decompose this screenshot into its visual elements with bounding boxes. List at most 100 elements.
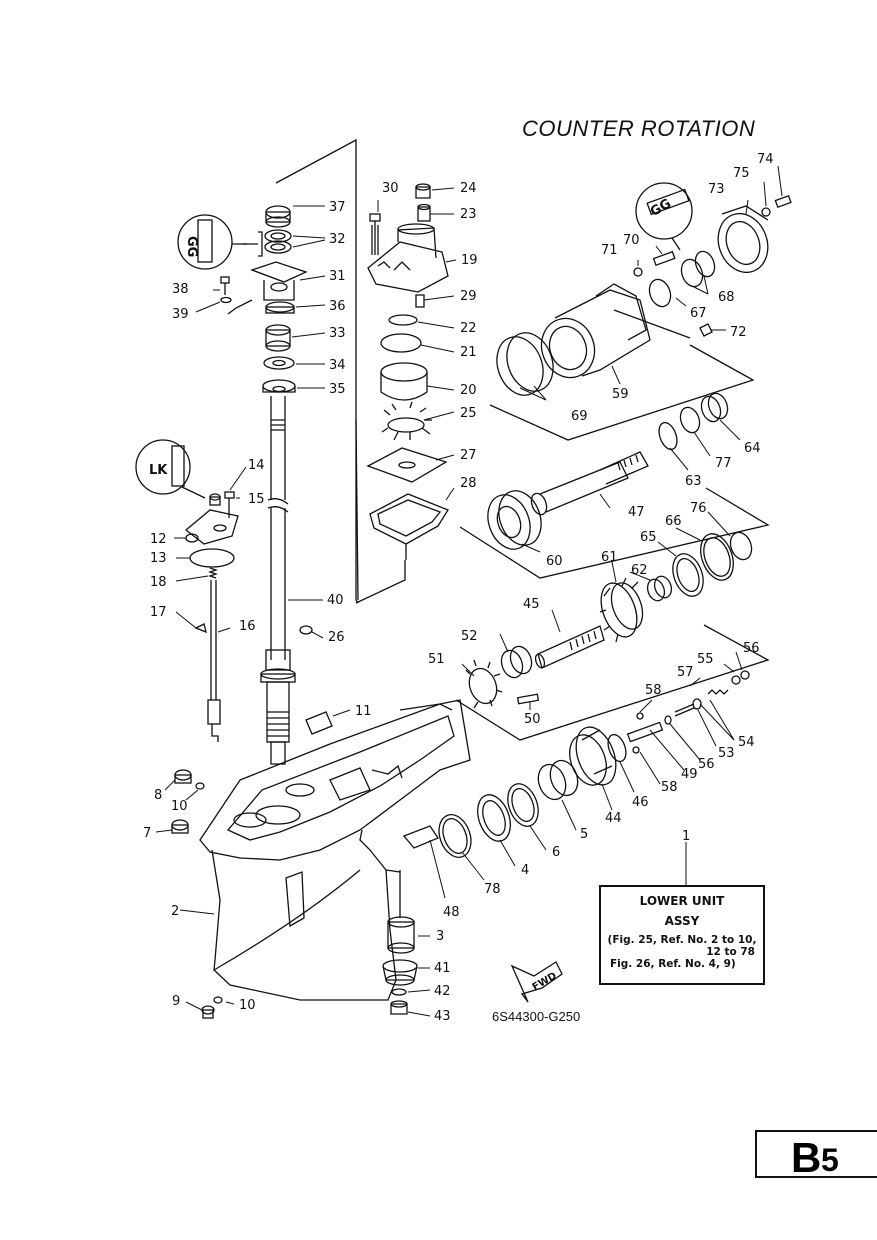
part-number: 10 [239,998,256,1013]
part-number: 58 [661,780,678,795]
part-number: 39 [172,307,189,322]
part-number: 54 [738,735,755,750]
part-number: 32 [329,232,346,247]
part-number: 26 [328,630,345,645]
part-number: 6 [552,845,560,860]
part-number: 70 [623,233,640,248]
part-number: 58 [645,683,662,698]
key-26 [299,625,313,635]
part-number: 56 [698,757,715,772]
part-number: 40 [327,593,344,608]
part-number: 24 [460,181,477,196]
part-number: 72 [730,325,747,340]
part-number: 69 [571,409,588,424]
part-number: 38 [172,282,189,297]
part-number: 57 [677,665,694,680]
part-number: 55 [697,652,714,667]
part-number: 9 [172,994,180,1009]
assy-line-5: Fig. 26, Ref. No. 4, 9) [610,958,736,970]
assy-line-2: ASSY [664,914,700,928]
assy-line-1: LOWER UNIT [639,894,725,908]
part-number: 23 [460,207,477,222]
part-number: 37 [329,200,346,215]
part-number: 56 [743,641,760,656]
part-number: 16 [239,619,256,634]
part-number: 36 [329,299,346,314]
part-number: 66 [665,514,682,529]
part-number: 2 [171,904,179,919]
part-number: 41 [434,961,451,976]
part-number: 7 [143,826,151,841]
part-number: 77 [715,456,732,471]
part-number: 22 [460,321,477,336]
part-number: 53 [718,746,735,761]
page-tab-number: 5 [821,1142,839,1178]
part-number: 14 [248,458,265,473]
bolt-38-washer-39 [220,276,253,315]
assembly-note-box: LOWER UNIT ASSY (Fig. 25, Ref. No. 2 to … [599,885,765,985]
driveshaft-group-bracket [275,138,406,604]
part-number: 5 [580,827,588,842]
part-number: 75 [733,166,750,181]
part-number: 20 [460,383,477,398]
part-number: 45 [523,597,540,612]
part-number: 13 [150,551,167,566]
shift-rod-parts [135,439,239,742]
sealant-mark-gg-right: GG [648,196,674,220]
part-number: 51 [428,652,445,667]
part-number: 29 [460,289,477,304]
part-number: 10 [171,799,188,814]
part-number: 21 [460,345,477,360]
part-number: 44 [605,811,622,826]
part-number: 30 [382,181,399,196]
part-number: 11 [355,704,372,719]
drawing-code: 6S44300-G250 [492,1009,581,1024]
part-number: 12 [150,532,167,547]
leader-lines [155,165,783,1017]
bracket-upper [489,344,755,441]
pinion-parts [382,870,418,1015]
part-number: 19 [461,253,478,268]
part-number: 46 [632,795,649,810]
part-number: 50 [524,712,541,727]
page-tab-letter: B [791,1134,822,1181]
propshaft-lower-parts [438,670,750,858]
water-pump-parts [366,183,449,560]
part-number: 76 [690,501,707,516]
small-fasteners [171,769,223,1019]
part-number: 48 [443,905,460,920]
part-number: 33 [329,326,346,341]
part-number: 35 [329,382,346,397]
part-number: 17 [150,605,167,620]
part-number: 63 [685,474,702,489]
part-number-labels: 2 3 4 5 6 7 8 9 10 10 11 12 13 14 15 16 … [143,152,774,1024]
propshaft-upper-parts [487,392,729,550]
part-number: 49 [681,767,698,782]
part-number: 8 [154,788,162,803]
part-number: 47 [628,505,645,520]
driveshaft-upper-parts [250,205,308,393]
part-number: 31 [329,269,346,284]
part-number: 61 [601,550,618,565]
bearing-housing-parts [496,250,716,396]
propshaft-gear-parts [465,531,753,709]
part-number: 3 [436,929,444,944]
part-number: 42 [434,984,451,999]
fwd-label: FWD [531,971,559,994]
sealant-mark-lk: LK [149,463,168,478]
part-number: 25 [460,406,477,421]
cap-and-bolts [633,182,792,277]
assy-line-4: 12 to 78 [706,946,755,958]
part-number: 78 [484,882,501,897]
part-number: 68 [718,290,735,305]
part-number: 43 [434,1009,451,1024]
part-number: 15 [248,492,265,507]
part-number: 74 [757,152,774,167]
part-number: 65 [640,530,657,545]
assy-line-3: (Fig. 25, Ref. No. 2 to 10, [607,934,757,946]
bracket-lower [455,624,770,741]
diagram-title: COUNTER ROTATION [522,116,756,141]
part-number: 27 [460,448,477,463]
part-48 [402,825,439,849]
